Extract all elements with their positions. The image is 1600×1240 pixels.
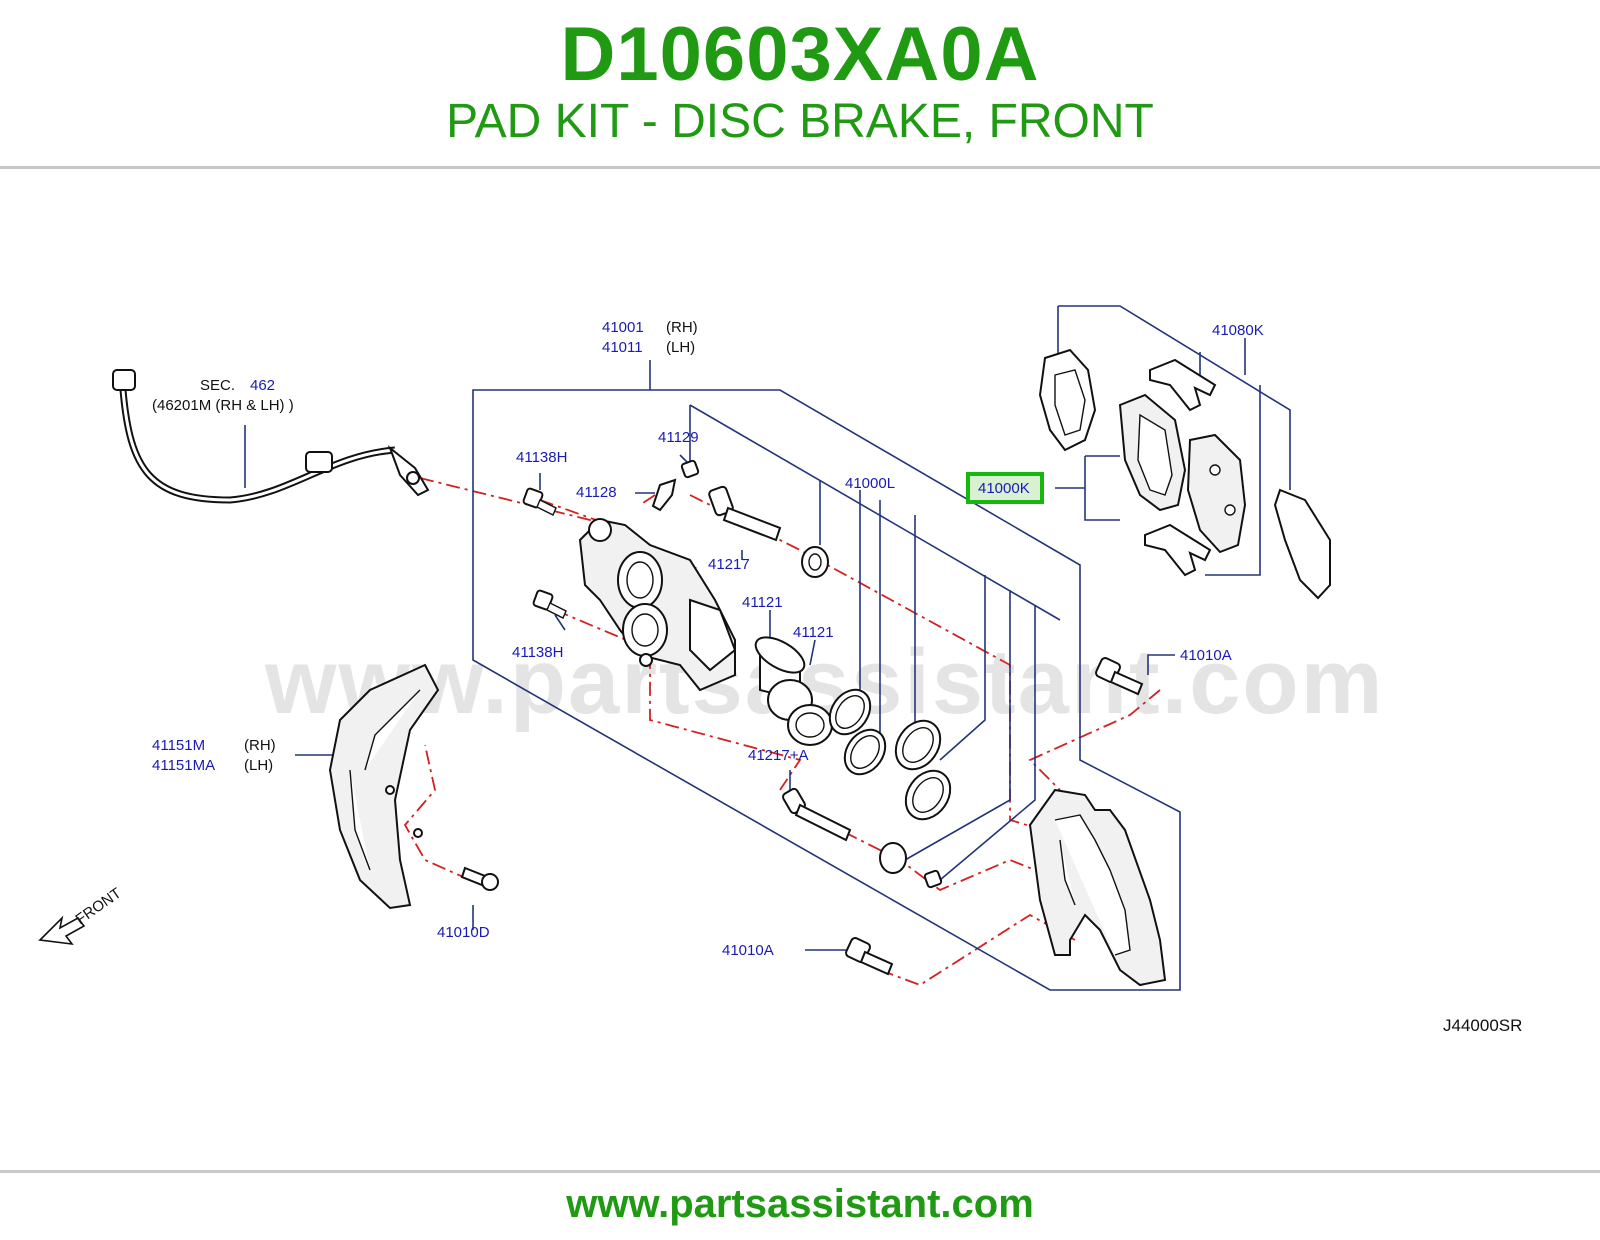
label-41138h-top: 41138H (516, 449, 567, 466)
diagram-code: J44000SR (1443, 1016, 1522, 1035)
label-41217: 41217 (708, 556, 750, 573)
label-41138h-bottom: 41138H (512, 644, 563, 661)
label-41121-a: 41121 (742, 594, 783, 611)
label-41010a-bottom: 41010A (722, 942, 774, 959)
label-41151m: 41151M (152, 737, 205, 754)
label-41011: 41011 (602, 339, 643, 356)
footer-divider (0, 1170, 1600, 1173)
part-number: D10603XA0A (560, 12, 1040, 97)
brake-hose (112, 369, 430, 504)
caliper-body (578, 518, 737, 692)
header-divider (0, 166, 1600, 169)
small-parts (460, 459, 1144, 976)
label-41151ma-side: (LH) (244, 757, 273, 774)
label-41151ma: 41151MA (152, 757, 215, 774)
highlight-box-41000k (966, 472, 1044, 504)
label-41010d: 41010D (437, 924, 490, 941)
label-sec-num: 462 (250, 377, 275, 394)
label-41001-side: (RH) (666, 319, 698, 336)
label-41129: 41129 (658, 429, 699, 446)
label-sec: SEC. (200, 377, 235, 394)
label-hose-ref: (46201M (RH & LH) ) (152, 397, 294, 414)
part-title: PAD KIT - DISC BRAKE, FRONT (446, 95, 1154, 148)
leader-lines (244, 305, 1291, 991)
label-41080k: 41080K (1212, 322, 1264, 339)
brake-pads (1038, 348, 1331, 600)
label-41000l: 41000L (845, 475, 895, 492)
label-41217a: 41217+A (748, 747, 808, 764)
label-41000k: 41000K (978, 480, 1030, 497)
footer-url[interactable]: www.partsassistant.com (566, 1182, 1034, 1226)
label-41128: 41128 (576, 484, 617, 501)
label-41151m-side: (RH) (244, 737, 276, 754)
front-arrow (38, 915, 86, 946)
label-41011-side: (LH) (666, 339, 695, 356)
label-41010a-right: 41010A (1180, 647, 1232, 664)
part-labels: SEC. 462 (46201M (RH & LH) ) 41001 (RH) … (73, 319, 1523, 1035)
label-41121-b: 41121 (793, 624, 834, 641)
torque-member (1028, 788, 1167, 987)
label-front: FRONT (73, 885, 125, 929)
page-header: D10603XA0A PAD KIT - DISC BRAKE, FRONT (0, 0, 1600, 168)
dust-shield (328, 663, 440, 910)
label-41001: 41001 (602, 319, 644, 336)
